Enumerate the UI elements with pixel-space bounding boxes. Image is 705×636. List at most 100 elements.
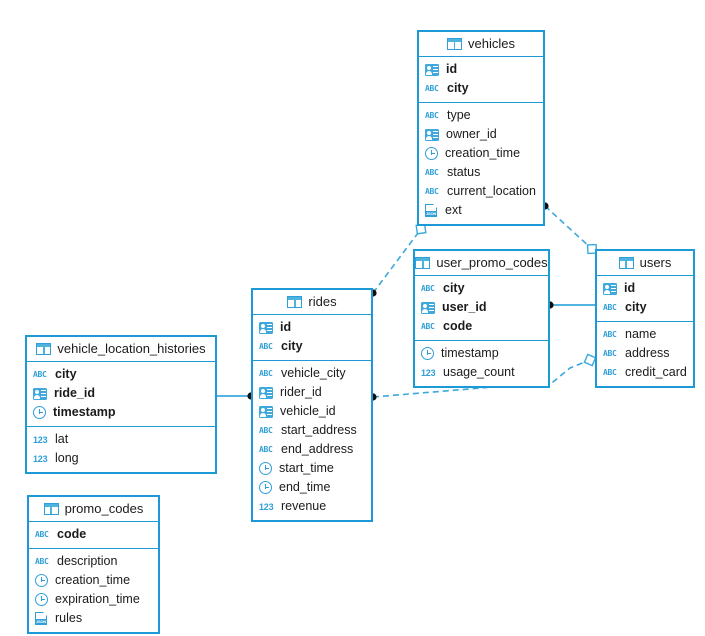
uuid-id-card-icon bbox=[33, 387, 47, 400]
table-header-promo_codes[interactable]: promo_codes bbox=[29, 497, 158, 522]
table-header-vehicles[interactable]: vehicles bbox=[419, 32, 543, 57]
column-name: id bbox=[446, 62, 458, 76]
abc-string-icon: ABC bbox=[421, 283, 435, 293]
column-row[interactable]: creation_time bbox=[35, 571, 152, 590]
abc-string-icon: ABC bbox=[259, 425, 273, 435]
primary-key-row[interactable]: ABC city bbox=[259, 337, 365, 356]
column-name: description bbox=[57, 554, 118, 568]
clock-timestamp-icon bbox=[421, 347, 434, 360]
primary-key-row[interactable]: user_id bbox=[421, 298, 542, 317]
clock-timestamp-icon bbox=[259, 481, 272, 494]
table-header-user_promo_codes[interactable]: user_promo_codes bbox=[415, 251, 548, 276]
column-row[interactable]: expiration_time bbox=[35, 590, 152, 609]
column-name: city bbox=[447, 81, 469, 95]
primary-key-row[interactable]: ride_id bbox=[33, 384, 209, 403]
abc-string-icon: ABC bbox=[603, 348, 617, 358]
column-row[interactable]: start_time bbox=[259, 459, 365, 478]
table-grid-icon bbox=[415, 256, 431, 269]
abc-string-icon: ABC bbox=[259, 368, 273, 378]
table-name: vehicles bbox=[468, 36, 515, 51]
column-name: timestamp bbox=[441, 346, 499, 360]
column-name: vehicle_id bbox=[280, 404, 336, 418]
column-name: current_location bbox=[447, 184, 536, 198]
column-row[interactable]: rules bbox=[35, 609, 152, 628]
123-number-icon: 123 bbox=[33, 453, 48, 464]
column-name: code bbox=[443, 319, 473, 333]
uuid-id-card-icon bbox=[603, 282, 617, 295]
column-row[interactable]: ext bbox=[425, 201, 537, 220]
relationship-user_promo_codes-to-users[interactable] bbox=[546, 301, 595, 309]
column-name: end_time bbox=[279, 480, 331, 494]
column-row[interactable]: owner_id bbox=[425, 125, 537, 144]
table-grid-icon bbox=[36, 342, 52, 355]
column-name: credit_card bbox=[625, 365, 687, 379]
table-header-rides[interactable]: rides bbox=[253, 290, 371, 315]
column-name: expiration_time bbox=[55, 592, 140, 606]
primary-key-row[interactable]: id bbox=[425, 60, 537, 79]
relationship-vehicle_location_histories-to-rides[interactable] bbox=[217, 392, 255, 400]
column-name: ride_id bbox=[54, 386, 95, 400]
table-header-vehicle_location_histories[interactable]: vehicle_location_histories bbox=[27, 337, 215, 362]
table-header-users[interactable]: users bbox=[597, 251, 693, 276]
column-name: city bbox=[443, 281, 465, 295]
primary-key-row[interactable]: ABC city bbox=[421, 279, 542, 298]
table-name: rides bbox=[308, 294, 337, 309]
abc-string-icon: ABC bbox=[425, 110, 439, 120]
table-name: users bbox=[639, 255, 672, 270]
column-row[interactable]: creation_time bbox=[425, 144, 537, 163]
abc-string-icon: ABC bbox=[259, 341, 273, 351]
uuid-id-card-icon bbox=[259, 386, 273, 399]
table-name: promo_codes bbox=[64, 501, 144, 516]
abc-string-icon: ABC bbox=[259, 444, 273, 454]
primary-key-row[interactable]: id bbox=[259, 318, 365, 337]
clock-timestamp-icon bbox=[35, 574, 48, 587]
relationship-endpoint-diamond bbox=[583, 353, 597, 367]
column-row[interactable]: timestamp bbox=[421, 344, 542, 363]
column-row[interactable]: rider_id bbox=[259, 383, 365, 402]
123-number-icon: 123 bbox=[421, 367, 436, 378]
column-name: city bbox=[281, 339, 303, 353]
column-name: lat bbox=[55, 432, 69, 446]
column-name: rules bbox=[55, 611, 83, 625]
column-name: id bbox=[624, 281, 636, 295]
primary-key-row[interactable]: id bbox=[603, 279, 687, 298]
column-row[interactable]: end_time bbox=[259, 478, 365, 497]
relationship-vehicles-to-users[interactable] bbox=[541, 202, 598, 255]
primary-key-row[interactable]: timestamp bbox=[33, 403, 209, 422]
clock-timestamp-icon bbox=[33, 406, 46, 419]
clock-timestamp-icon bbox=[35, 593, 48, 606]
column-row[interactable]: vehicle_id bbox=[259, 402, 365, 421]
column-name: ext bbox=[445, 203, 462, 217]
